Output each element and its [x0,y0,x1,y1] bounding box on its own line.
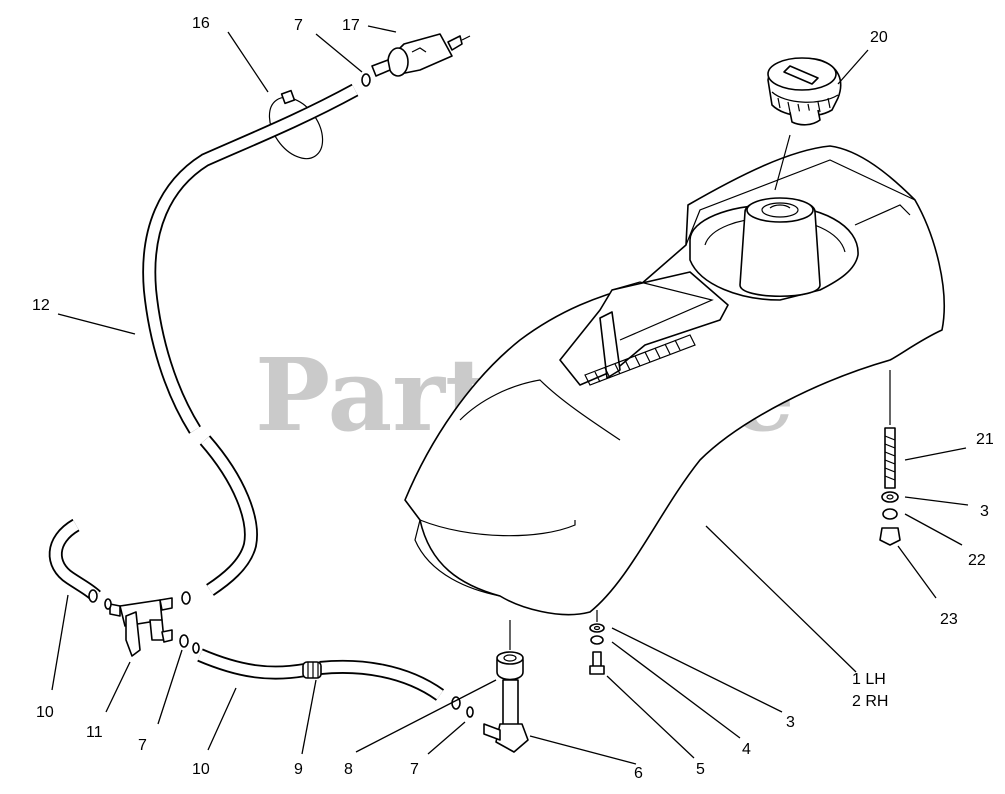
stud[interactable] [884,427,896,489]
callout-9[interactable]: 9 [294,761,303,778]
lockwasher-lower[interactable] [590,635,604,645]
callout-8[interactable]: 8 [344,761,353,778]
callout-5[interactable]: 5 [696,761,705,778]
washer-lower[interactable] [589,623,605,633]
callout-23[interactable]: 23 [940,611,958,628]
hose-upper[interactable] [142,83,359,596]
callout-10-left[interactable]: 10 [36,704,54,721]
callout-7-bottom[interactable]: 7 [410,761,419,778]
tray-grate [584,334,696,386]
filter-outlet-stub [461,35,471,41]
callout-6[interactable]: 6 [634,765,643,782]
callout-16[interactable]: 16 [192,15,210,32]
lockwasher-right[interactable] [882,508,898,520]
callout-3-bottom[interactable]: 3 [786,714,795,731]
callout-17[interactable]: 17 [342,17,360,34]
elbow-fitting[interactable] [483,679,529,753]
shutoff-valve[interactable] [109,597,173,657]
bolt-lower[interactable] [589,651,605,675]
callout-labels: 16 7 17 20 12 21 3 22 23 1 LH 2 RH 3 4 5… [32,15,994,782]
callout-20[interactable]: 20 [870,29,888,46]
fuel-tank[interactable] [404,145,945,616]
nut-right[interactable] [879,527,901,546]
callout-22[interactable]: 22 [968,552,986,569]
callout-7-left[interactable]: 7 [138,737,147,754]
grommet-bushing[interactable] [496,651,524,681]
hose-lower[interactable] [197,648,445,701]
clamp-top[interactable] [361,73,371,87]
callout-7-top[interactable]: 7 [294,17,303,34]
callout-1-lh[interactable]: 1 LH [852,671,886,688]
cap-centerline [774,134,791,191]
callout-3-right[interactable]: 3 [980,503,989,520]
callout-10-bottom[interactable]: 10 [192,761,210,778]
callout-4[interactable]: 4 [742,741,751,758]
callout-21[interactable]: 21 [976,431,994,448]
fuel-cap[interactable] [767,57,842,126]
fuel-filter[interactable] [371,33,463,77]
leader-lines [51,25,969,765]
callout-12[interactable]: 12 [32,297,50,314]
hose-coupler[interactable] [302,661,322,679]
washer-upper-right[interactable] [881,491,899,503]
hose-left[interactable] [48,518,101,602]
small-clamps[interactable] [88,589,474,718]
callout-11[interactable]: 11 [86,724,103,741]
callout-2-rh[interactable]: 2 RH [852,693,888,710]
